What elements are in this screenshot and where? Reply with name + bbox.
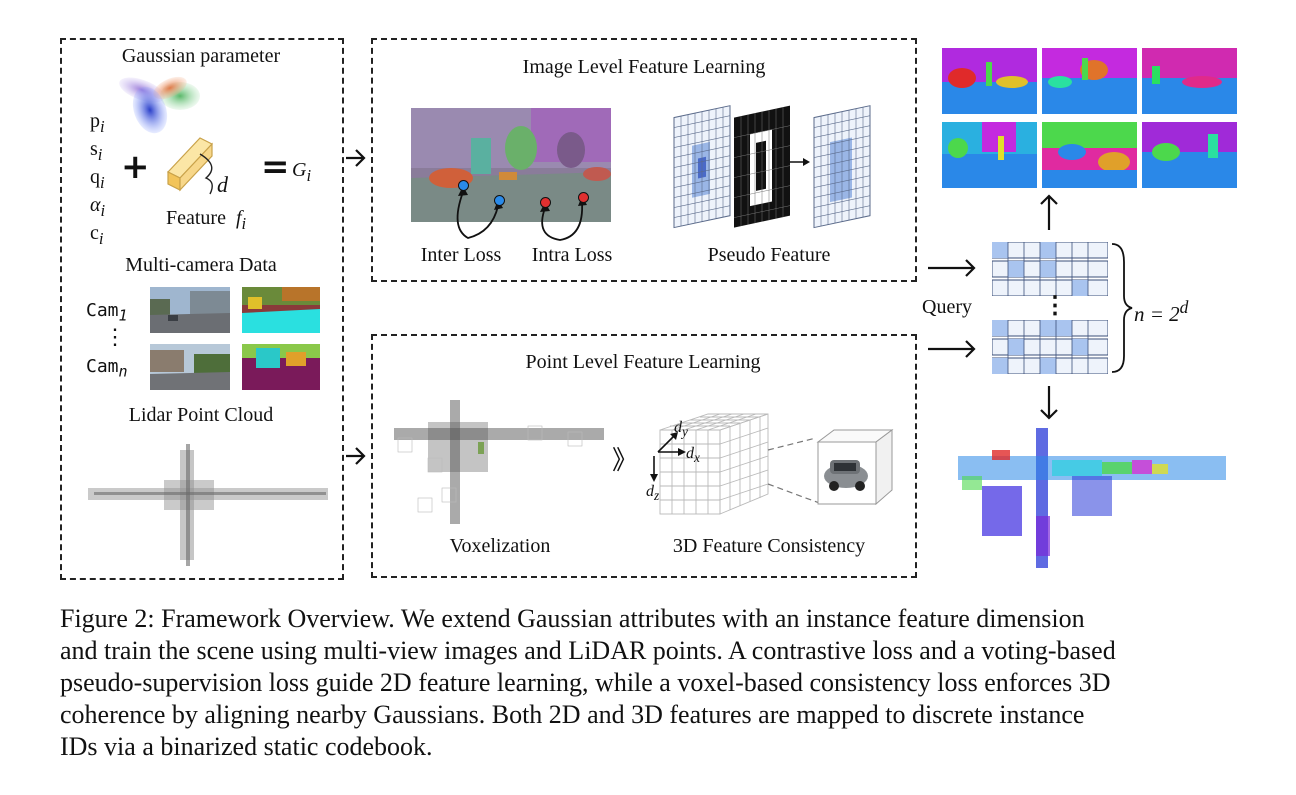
param-c: ci (90, 222, 104, 248)
dy-label: dy (674, 419, 688, 440)
lidar-title: Lidar Point Cloud (128, 404, 274, 426)
voxelization-label: Voxelization (449, 535, 551, 557)
param-q: qi (90, 166, 105, 192)
pseudo-feature-illustration (673, 105, 871, 229)
point-level-title: Point Level Feature Learning (525, 351, 761, 373)
param-p: pi (90, 110, 105, 136)
car-voxel-cube (816, 429, 894, 506)
lidar-point-cloud-image (88, 444, 328, 566)
cam-n-rgb-image (150, 344, 230, 390)
dimension-d-label: d (217, 172, 228, 197)
param-s: si (90, 138, 103, 164)
feature-bar-illustration (167, 137, 213, 195)
inter-point-a (458, 180, 469, 191)
cam-1-rgb-image (150, 287, 230, 333)
codebook-vdots: ⋮ (1043, 293, 1067, 319)
caption-line: IDs via a binarized static codebook. (60, 732, 433, 761)
cam-n-label: Camn (86, 356, 128, 381)
multi-camera-title: Multi-camera Data (125, 254, 277, 276)
gaussian-blobs-illustration (119, 76, 200, 134)
seg-output-6 (1142, 122, 1237, 188)
figure-caption: Figure 2: Framework Overview. We extend … (60, 603, 1240, 763)
pseudo-feature-label: Pseudo Feature (707, 244, 831, 266)
caption-line: and train the scene using multi-view ima… (60, 636, 1116, 665)
gi-label: Gi (292, 159, 312, 185)
instance-point-cloud-output (958, 428, 1226, 568)
seg-output-3 (1142, 48, 1237, 114)
intra-point-a (540, 197, 551, 208)
intra-point-b (578, 192, 589, 203)
consistency-label: 3D Feature Consistency (672, 535, 866, 557)
seg-output-1 (942, 48, 1037, 114)
inter-loss-label: Inter Loss (420, 244, 502, 266)
dz-label: dz (646, 483, 660, 504)
point-level-panel (371, 334, 917, 578)
plus-symbol: + (121, 147, 150, 187)
image-level-title: Image Level Feature Learning (522, 56, 766, 78)
query-label: Query (922, 296, 972, 318)
voxel-grid-illustration (659, 413, 769, 515)
cam-1-label: Cam1 (86, 300, 128, 325)
codebook-bottom (991, 319, 1109, 379)
dx-label: dx (686, 445, 700, 466)
voxelized-point-cloud-image (394, 400, 604, 524)
cam-n-segmentation-image (242, 344, 320, 390)
codebook-size-label: n = 2d (1134, 297, 1189, 326)
parameter-list: pi si qi αi ci (90, 110, 105, 250)
inter-point-b (494, 195, 505, 206)
gaussian-parameter-title: Gaussian parameter (121, 45, 281, 67)
segmented-scene-image (411, 108, 611, 222)
caption-line: Figure 2: Framework Overview. We extend … (60, 604, 1085, 633)
caption-line: coherence by aligning nearby Gaussians. … (60, 700, 1085, 729)
caption-line: pseudo-supervision loss guide 2D feature… (60, 668, 1111, 697)
input-panel (60, 38, 344, 580)
intra-loss-label: Intra Loss (531, 244, 613, 266)
seg-output-5 (1042, 122, 1137, 188)
equals-symbol: = (261, 147, 290, 187)
chevron-icon: 》 (612, 446, 639, 476)
seg-output-2 (1042, 48, 1137, 114)
codebook-top (991, 241, 1109, 301)
seg-output-4 (942, 122, 1037, 188)
image-level-panel (371, 38, 917, 282)
param-alpha: αi (90, 194, 106, 220)
feature-label: Feature fi (166, 207, 247, 233)
cam-1-segmentation-image (242, 287, 320, 333)
cam-vdots: ⋮ (104, 324, 126, 349)
